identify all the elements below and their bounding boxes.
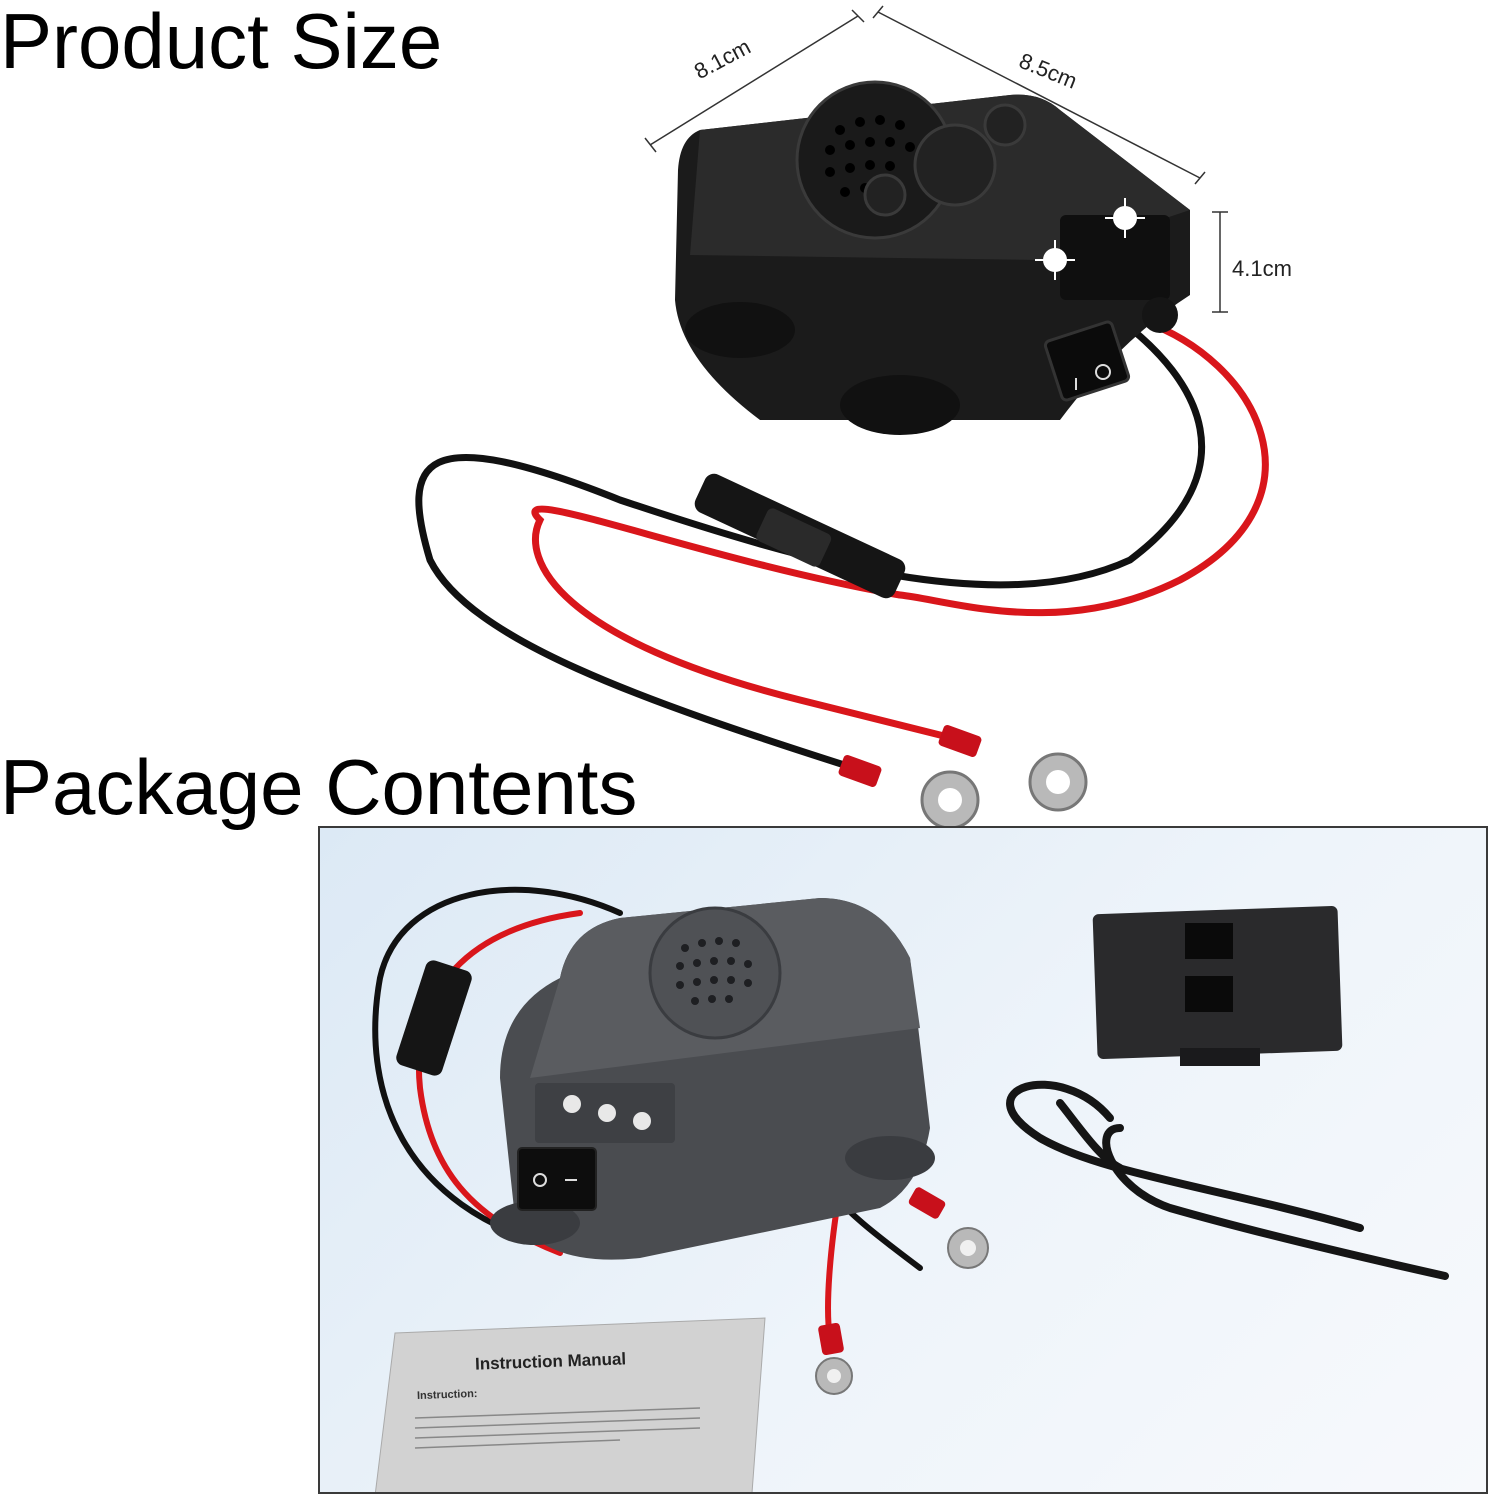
package-ring-terminals [815,1187,989,1395]
speaker-grille-icon [648,906,782,1040]
cable-ties [1006,1080,1449,1280]
package-device [490,898,935,1260]
product-size-heading: Product Size [0,0,443,85]
power-switch-icon [1043,320,1131,402]
fuse-holder [396,960,472,1076]
ring-terminals [838,724,1088,830]
dimension-lines [644,5,1228,313]
product-illustration [415,5,1269,830]
package-contents-frame: Instruction Manual Instruction: [318,826,1488,1494]
package-contents-heading: Package Contents [0,743,638,831]
power-switch-icon [517,1147,597,1211]
instruction-manual [374,1317,766,1492]
mounting-plate [1092,905,1343,1066]
fuse-holder [694,473,906,599]
height-dimension-label: 4.1cm [1232,256,1292,281]
device-body [675,80,1190,435]
package-items [372,886,1449,1492]
wires [415,316,1269,774]
led-light-icon [1060,215,1170,300]
manual-subtitle: Instruction: [416,1387,478,1403]
